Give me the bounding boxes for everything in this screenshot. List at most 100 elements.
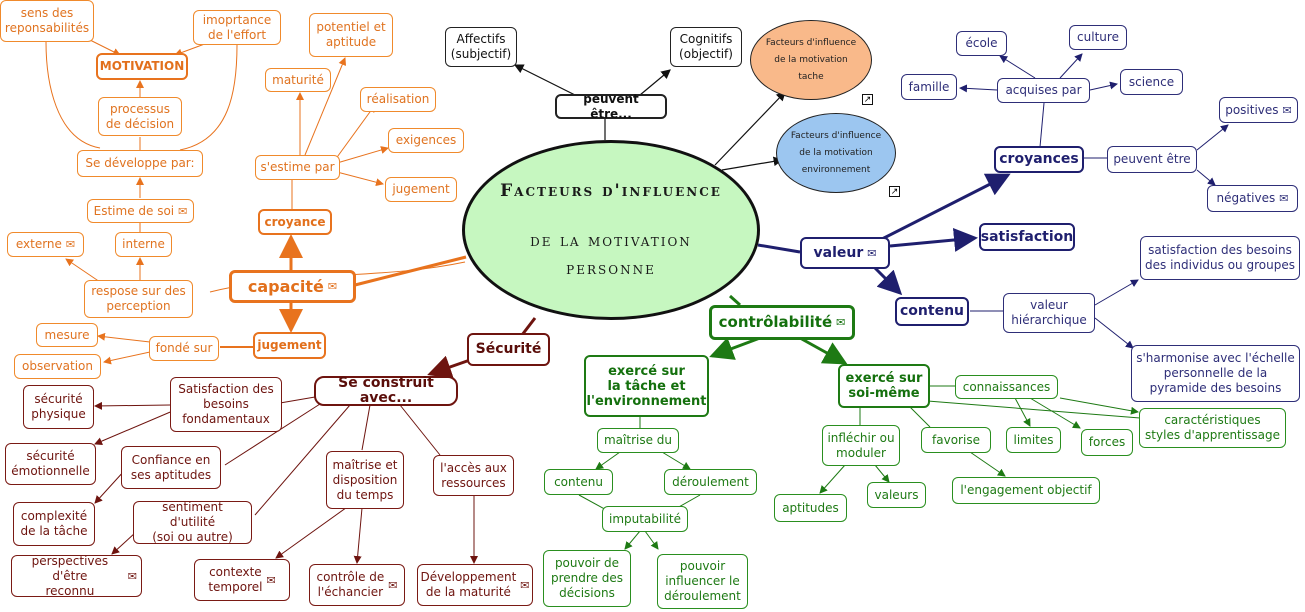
link-arrow-icon[interactable]: ↗ [862, 94, 873, 105]
node-positives[interactable]: positives✉ [1219, 97, 1298, 123]
node-perspectives-label: perspectives d'être reconnu [31, 553, 109, 598]
node-engagement-objectif[interactable]: l'engagement objectif [952, 477, 1100, 504]
envelope-icon[interactable]: ✉ [266, 573, 276, 587]
node-limites[interactable]: limites [1006, 427, 1061, 453]
node-satisfaction-besoins-groupes[interactable]: satisfaction des besoins des individus o… [1140, 236, 1300, 280]
node-satisfaction-besoins[interactable]: Satisfaction des besoins fondamentaux [170, 377, 282, 432]
link-arrow-icon[interactable]: ↗ [889, 186, 900, 197]
node-realisation[interactable]: réalisation [360, 87, 436, 112]
node-capacite-label: capacité [247, 277, 324, 296]
node-processus-decision[interactable]: processus de décision [98, 97, 182, 136]
node-externe[interactable]: externe✉ [7, 232, 84, 257]
envelope-icon[interactable]: ✉ [178, 204, 188, 218]
node-confiance-aptitudes[interactable]: Confiance en ses aptitudes [121, 446, 221, 489]
envelope-icon[interactable]: ✉ [520, 578, 530, 592]
node-maitrise-du[interactable]: maîtrise du [597, 428, 679, 453]
node-controle-echancier[interactable]: contrôle de l'échancier✉ [309, 564, 405, 606]
envelope-icon[interactable]: ✉ [127, 569, 137, 583]
node-se-developpe[interactable]: Se développe par: [77, 150, 203, 177]
node-developpement-label: Développement de la maturité [420, 570, 517, 599]
node-valeurs[interactable]: valeurs [867, 482, 926, 508]
node-sens-responsabilites[interactable]: sens des reponsabilités [0, 0, 94, 42]
node-peuvent-etre[interactable]: peuvent être... [555, 92, 667, 121]
node-controlabilite[interactable]: contrôlabilité✉ [709, 305, 855, 340]
node-connaissances[interactable]: connaissances [955, 375, 1058, 399]
envelope-icon[interactable]: ✉ [388, 578, 398, 592]
envelope-icon[interactable]: ✉ [836, 316, 846, 329]
node-croyances[interactable]: croyances [994, 146, 1084, 173]
node-acces-ressources[interactable]: l'accès aux ressources [433, 455, 514, 496]
node-valeur-label: valeur [813, 244, 864, 261]
node-exigences[interactable]: exigences [388, 128, 464, 153]
central-topic[interactable]: Facteurs d'influence de la motivation pe… [462, 140, 760, 320]
node-deroulement[interactable]: déroulement [664, 469, 757, 495]
node-exerce-tache-environnement[interactable]: exercé sur la tâche et l'environnement [584, 355, 709, 417]
node-valeur[interactable]: valeur✉ [800, 237, 890, 269]
envelope-icon[interactable]: ✉ [1279, 192, 1289, 205]
node-satisfaction-valeur[interactable]: satisfaction [979, 223, 1075, 251]
node-perspectives-reconnu[interactable]: perspectives d'être reconnu ✉ [11, 553, 142, 598]
oval-motivation-tache[interactable]: Facteurs d'influence de la motivation ta… [750, 20, 872, 100]
node-securite-physique[interactable]: sécurité physique [23, 385, 94, 429]
envelope-icon[interactable]: ✉ [65, 238, 76, 251]
node-jugement[interactable]: jugement [253, 332, 326, 359]
node-contexte-label: contexte temporel [208, 565, 263, 594]
node-controlabilite-label: contrôlabilité [718, 313, 833, 331]
node-caracteristiques-styles[interactable]: caractéristiques styles d'apprentissage [1139, 408, 1286, 448]
node-valeur-hierarchique[interactable]: valeur hiérarchique [1003, 293, 1095, 333]
node-externe-label: externe [15, 237, 62, 251]
node-securite[interactable]: Sécurité [467, 333, 550, 366]
node-famille[interactable]: famille [901, 74, 957, 100]
envelope-icon[interactable]: ✉ [1282, 103, 1292, 117]
oval-motivation-environnement[interactable]: Facteurs d'influence de la motivation en… [776, 113, 896, 193]
node-estime-de-soi[interactable]: Estime de soi✉ [87, 199, 194, 223]
node-croyance[interactable]: croyance [258, 209, 332, 235]
node-science[interactable]: science [1120, 69, 1183, 95]
node-se-construit[interactable]: Se construit avec... [314, 376, 458, 406]
central-title: Facteurs d'influence [500, 181, 722, 201]
node-harmonise-pyramide[interactable]: s'harmonise avec l'échelle personnelle d… [1131, 345, 1300, 402]
envelope-icon[interactable]: ✉ [867, 246, 877, 260]
central-line-3: personne [566, 259, 656, 279]
node-ecole[interactable]: école [956, 31, 1007, 56]
node-favorise[interactable]: favorise [921, 427, 991, 453]
node-maitrise-temps[interactable]: maîtrise et disposition du temps [326, 451, 404, 509]
node-cognitifs[interactable]: Cognitifs (objectif) [670, 27, 742, 67]
node-pouvoir-influencer[interactable]: pouvoir influencer le déroulement [657, 554, 748, 609]
node-maturite[interactable]: maturité [265, 68, 331, 92]
node-positives-label: positives [1225, 102, 1279, 117]
node-potentiel-aptitude[interactable]: potentiel et aptitude [309, 13, 393, 57]
node-developpement-maturite[interactable]: Développement de la maturité✉ [417, 564, 533, 606]
node-fonde-sur[interactable]: fondé sur [149, 336, 219, 361]
node-inflechir-moduler[interactable]: infléchir ou moduler [822, 425, 900, 466]
node-culture[interactable]: culture [1069, 25, 1127, 50]
node-securite-emotionnelle[interactable]: sécurité émotionnelle [5, 443, 96, 485]
node-sentiment-utilite[interactable]: sentiment d'utilité (soi ou autre) [133, 500, 252, 544]
node-capacite[interactable]: capacité✉ [229, 270, 356, 303]
node-imputabilite[interactable]: imputabilité [602, 506, 688, 532]
node-observation[interactable]: observation [14, 354, 101, 379]
node-affectifs[interactable]: Affectifs (subjectif) [445, 27, 517, 67]
node-contenu-valeur[interactable]: contenu [895, 297, 969, 326]
node-aptitudes[interactable]: aptitudes [774, 494, 847, 522]
envelope-icon[interactable]: ✉ [327, 280, 338, 293]
node-mesure[interactable]: mesure [36, 323, 98, 347]
node-forces[interactable]: forces [1081, 429, 1133, 456]
node-sestime-par[interactable]: s'estime par [255, 155, 340, 180]
node-interne[interactable]: interne [115, 232, 172, 257]
node-complexite-tache[interactable]: complexité de la tâche [13, 502, 95, 546]
node-pouvoir-decisions[interactable]: pouvoir de prendre des décisions [543, 550, 631, 607]
node-contenu-green[interactable]: contenu [544, 469, 613, 495]
node-peuvent-etre-valeur[interactable]: peuvent être [1107, 146, 1197, 173]
node-exerce-soi-meme[interactable]: exercé sur soi-même [838, 364, 930, 408]
node-importance-effort[interactable]: imoprtance de l'effort [193, 10, 281, 45]
node-acquises-par[interactable]: acquises par [997, 78, 1090, 103]
node-negatives-label: négatives [1216, 191, 1276, 205]
node-negatives[interactable]: négatives✉ [1207, 185, 1298, 212]
node-contexte-temporel[interactable]: contexte temporel✉ [194, 559, 290, 601]
node-jugement-leaf[interactable]: jugement [385, 177, 457, 202]
node-motivation[interactable]: MOTIVATION [96, 53, 188, 80]
node-respose-perception[interactable]: respose sur des perception [84, 280, 193, 318]
